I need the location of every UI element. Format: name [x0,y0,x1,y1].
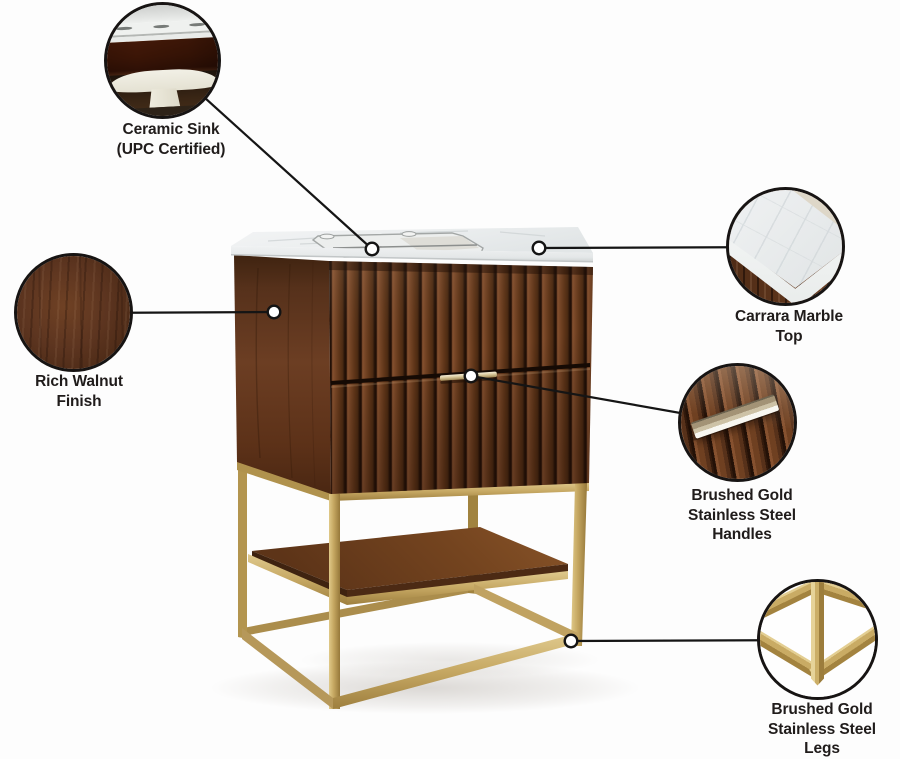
faucet-hole [319,233,335,240]
anchor-gold-legs [563,633,579,649]
carrara-marble-callout-circle [726,187,845,306]
ceramic-sink-callout-circle [104,2,221,119]
carrara-marble-label: Carrara Marble Top [734,308,844,345]
gold-handles-label: Brushed Gold Stainless Steel Handles [688,487,796,543]
anchor-dots [266,240,579,649]
marble-fascia [231,246,593,262]
gold-leg [810,582,825,686]
anchor-carrara-marble [531,240,547,256]
cabinet-side-panel [234,255,331,494]
rich-walnut-callout-circle [14,253,133,372]
drawer-divider [331,363,590,385]
gold-legs-callout-circle [757,579,878,700]
anchor-ceramic-sink [364,241,380,257]
anchor-gold-handles [463,368,479,384]
anchor-rich-walnut [266,304,282,320]
vanity-base-front [237,461,589,709]
gold-handles-callout-circle [678,363,797,482]
vanity-cabinet [234,255,593,494]
ceramic-sink-label: Ceramic Sink (UPC Certified) [116,121,226,158]
gold-legs-label: Brushed Gold Stainless Steel Legs [768,701,876,757]
marble-top [231,227,593,263]
faucet-hole [401,231,417,237]
sink-underside-photo [107,5,218,116]
vanity-shelf [248,527,568,605]
rich-walnut-label: Rich Walnut Finish [35,373,123,410]
